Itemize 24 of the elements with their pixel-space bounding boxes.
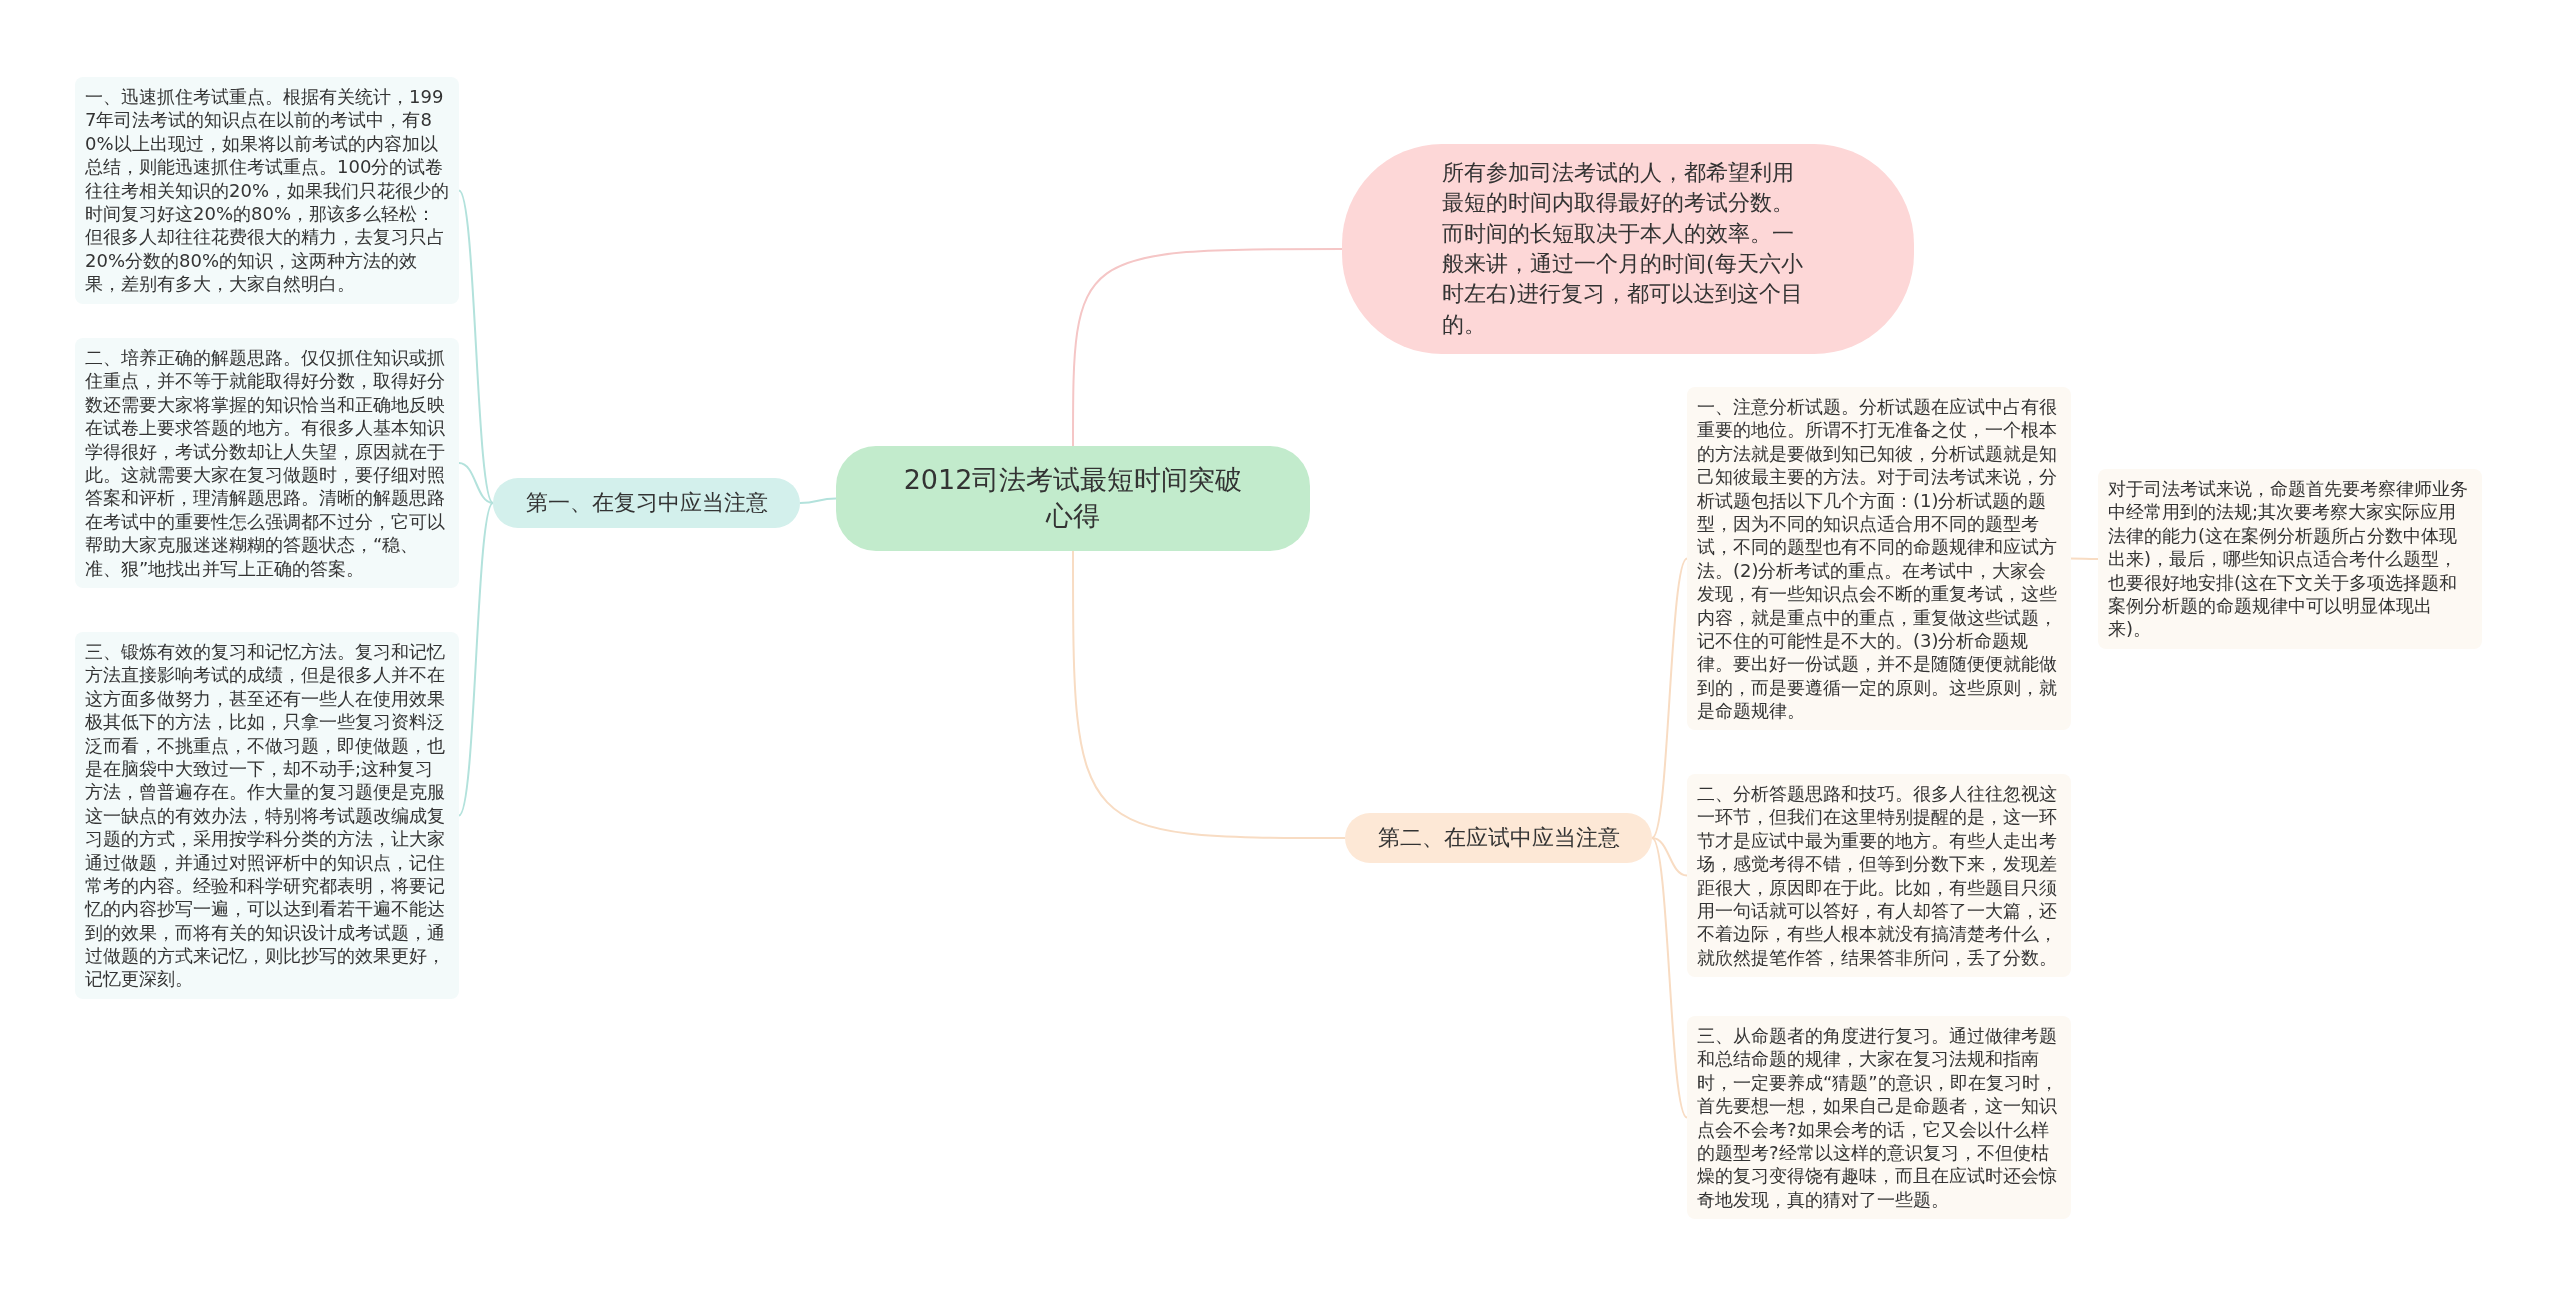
paragraph: 二、分析答题思路和技巧。很多人往往忽视这一环节，但我们在这里特别提醒的是，这一环节才是应试中最为重要的地方。有些人走出考场，感觉考得不错，但等到分数下来，发现差距很大，原因即在于此。比如，有些题目只须用一句话就可以答好，有人却答了一大篇，还不着边际，有些人根本就没有搞清楚考什么，就欣然提笔作答，结果答非所问，丢了分数。 xyxy=(1697,782,2058,970)
connector-line xyxy=(458,189,494,504)
paragraph: 一、注意分析试题。分析试题在应试中占有很重要的地位。所谓不打无准备之仗，一个根本的方法就是要做到知已知彼，分析试题就是知己知彼最主要的方法。对于司法考试来说，分析试题包括以下几个方面：(1)分析试题的题型，因为不同的知识点适合用不同的题型考试，不同的题型也有不同的命题规律和应试方法。(2)分析考试的重点。在考试中，大家会发现，有一些知识点会不断的重复考试，这些内容，就是重点中的重点，重复做这些试题，记不住的可能性是不大的。(3)分析命题规律。要出好一份试题，并不是随随便便就能做到的，而是要遵循一定的原则。这些原则，就是命题规律。 xyxy=(1697,395,2058,723)
connector-line xyxy=(1072,248,1343,447)
connector-line xyxy=(799,497,837,504)
paragraph: 三、锻炼有效的复习和记忆方法。复习和记忆方法直接影响考试的成绩，但是很多人并不在这方面多做努力，甚至还有一些人在使用效果极其低下的方法，比如，只拿一些复习资料泛泛而看，不挑重点，不做习题，即使做题，也是在脑袋中大致过一下，却不动手;这种复习方法，曾普遍存在。作大量的复习题便是克服这一缺点的有效办法，特别将考试题改编成复习题的方式，采用按学科分类的方法，让大家通过做题，并通过对照评析中的知识点，记住常考的内容。经验和科学研究都表明，将要记忆的内容抄写一遍，可以达到看若干遍不能达到的效果，而将有关的知识设计成考试题，通过做题的方式来记忆，则比抄写的效果更好，记忆更深刻。 xyxy=(85,640,446,991)
branch-label: 第一、在复习中应当注意 xyxy=(525,490,768,517)
branch-topic xyxy=(493,478,800,529)
connector-line xyxy=(1651,557,1688,839)
paragraph: 二、培养正确的解题思路。仅仅抓住知识或抓住重点，并不等于就能取得好分数，取得好分数还需要大家将掌握的知识恰当和正确地反映在试卷上要求答题的地方。有很多人基本知识学得很好，考试分数却让人失望，原因就在于此。这就需要大家在复习做题时，要仔细对照答案和评析，理清解题思路。清晰的解题思路在考试中的重要性怎么强调都不过分，它可以帮助大家克服迷迷糊糊的答题状态，“稳、准、狠”地找出并写上正确的答案。 xyxy=(85,346,446,580)
paragraph: 对于司法考试来说，命题首先要考察律师业务中经常用到的法规;其次要考察大家实际应用法律的能力(这在案例分析题所占分数中体现出来)，最后，哪些知识点适合考什么题型，也要很好地安排(这在下文关于多项选择题和案例分析题的命题规律中可以明显体现出来)。 xyxy=(2108,477,2469,641)
connector-line xyxy=(458,502,494,817)
topic-title: 2012司法考试最短时间突破心得 xyxy=(902,463,1244,534)
connector-line xyxy=(1072,550,1346,839)
connector-line xyxy=(2070,557,2099,560)
branch-topic xyxy=(1345,813,1652,864)
connector-line xyxy=(1651,837,1688,877)
paragraph: 三、从命题者的角度进行复习。通过做律考题和总结命题的规律，大家在复习法规和指南时，一定要养成“猜题”的意识，即在复习时，首先要想一想，如果自己是命题者，这一知识点会不会考?如果会考的话，它又会以什么样的题型考?经常以这样的意识复习，不但使枯燥的复习变得饶有趣味，而且在应试时还会惊奇地发现，真的猜对了一些题。 xyxy=(1697,1024,2059,1212)
intro-text: 所有参加司法考试的人，都希望利用最短的时间内取得最好的考试分数。而时间的长短取决于本人的效率。一般来讲，通过一个月的时间(每天六小时左右)进行复习，都可以达到这个目的。 xyxy=(1442,159,1804,339)
connector-line xyxy=(1651,837,1688,1119)
connector-line xyxy=(458,462,494,504)
central-topic xyxy=(836,446,1310,551)
paragraph: 一、迅速抓住考试重点。根据有关统计，1997年司法考试的知识点在以前的考试中，有80%以上出现过，如果将以前考试的内容加以总结，则能迅速抓住考试重点。100分的试卷往往考相关知识的20%，如果我们只花很少的时间复习好这20%的80%，那该多么轻松：但很多人却往往花费很大的精力，去复习只占20%分数的80%的知识，这两种方法的效果，差别有多大，大家自然明白。 xyxy=(85,85,449,296)
branch-label: 第二、在应试中应当注意 xyxy=(1377,825,1620,852)
